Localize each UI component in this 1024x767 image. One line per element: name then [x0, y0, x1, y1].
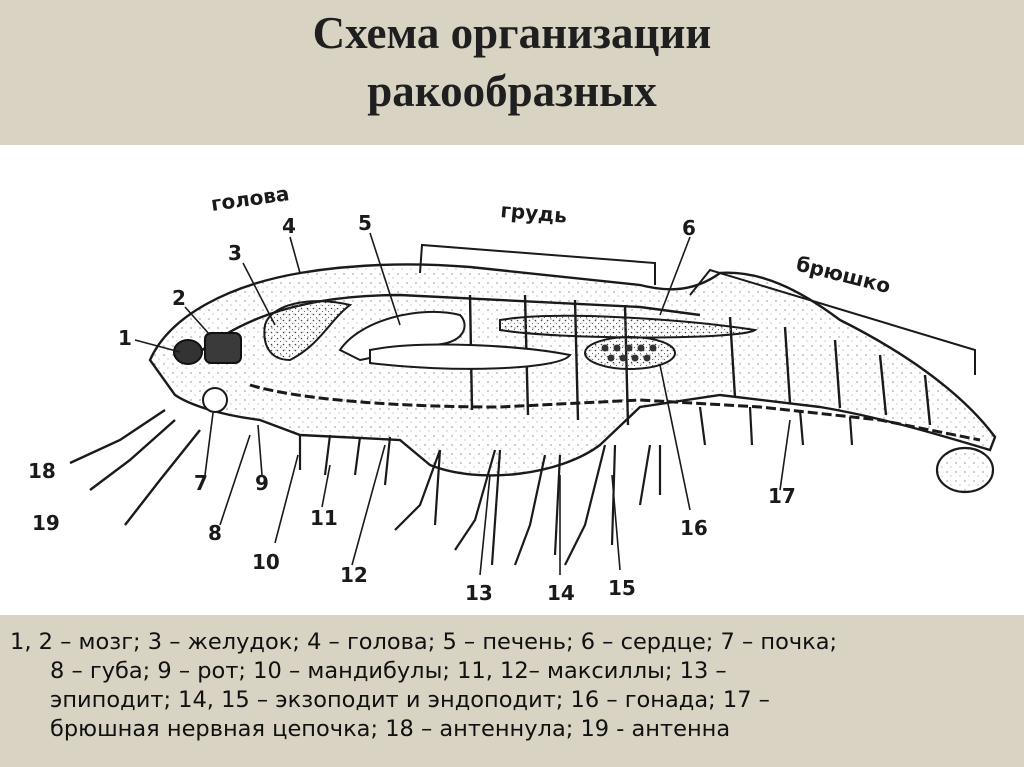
label-14: 14	[547, 581, 575, 605]
label-18: 18	[28, 459, 56, 483]
crustacean-diagram: голова грудь брюшко 1 2 3 4 5 6	[0, 145, 1024, 615]
label-2: 2	[172, 286, 186, 310]
label-9: 9	[255, 471, 269, 495]
diagram-drawing: голова грудь брюшко 1 2 3 4 5 6	[28, 181, 997, 605]
label-1: 1	[118, 326, 132, 350]
nerve-cord	[249, 383, 981, 442]
label-13: 13	[465, 581, 493, 605]
label-8: 8	[208, 521, 222, 545]
appendages	[298, 406, 854, 566]
label-4: 4	[282, 214, 296, 238]
legend-line-1: 1, 2 – мозг; 3 – желудок; 4 – голова; 5 …	[10, 629, 838, 655]
diagram-legend: 1, 2 – мозг; 3 – желудок; 4 – голова; 5 …	[10, 628, 1018, 744]
label-12: 12	[340, 563, 368, 587]
legend-line-2: 8 – губа; 9 – рот; 10 – мандибулы; 11, 1…	[50, 658, 727, 684]
brain-1	[173, 339, 203, 365]
telson	[935, 446, 995, 494]
region-brackets	[419, 243, 976, 375]
label-6: 6	[682, 216, 696, 240]
kidney	[202, 387, 228, 413]
label-3: 3	[228, 241, 242, 265]
label-5: 5	[358, 211, 372, 235]
title-line-1: Схема организации	[312, 8, 712, 58]
brain-2	[204, 332, 242, 364]
gonad	[584, 336, 676, 370]
title-line-2: ракообразных	[367, 66, 657, 116]
label-15: 15	[608, 576, 636, 600]
slide-title: Схема организации ракообразных	[0, 4, 1024, 120]
gonad-eggs	[601, 344, 657, 362]
heart	[499, 314, 758, 339]
region-label-thorax: грудь	[500, 198, 568, 228]
region-label-head: голова	[209, 181, 290, 216]
region-label-abdomen: брюшко	[794, 252, 893, 299]
liver-lower	[369, 343, 572, 370]
label-17: 17	[768, 484, 796, 508]
body-outline	[148, 263, 997, 477]
label-7: 7	[194, 471, 208, 495]
leader-lines	[134, 232, 791, 576]
legend-line-3: эпиподит; 14, 15 – экзоподит и эндоподит…	[50, 687, 770, 713]
label-16: 16	[680, 516, 708, 540]
label-19: 19	[32, 511, 60, 535]
stomach	[263, 300, 353, 362]
legend-line-4: брюшная нервная цепочка; 18 – антеннула;…	[50, 716, 731, 742]
label-10: 10	[252, 550, 280, 574]
label-11: 11	[310, 506, 338, 530]
antennae	[69, 409, 201, 526]
